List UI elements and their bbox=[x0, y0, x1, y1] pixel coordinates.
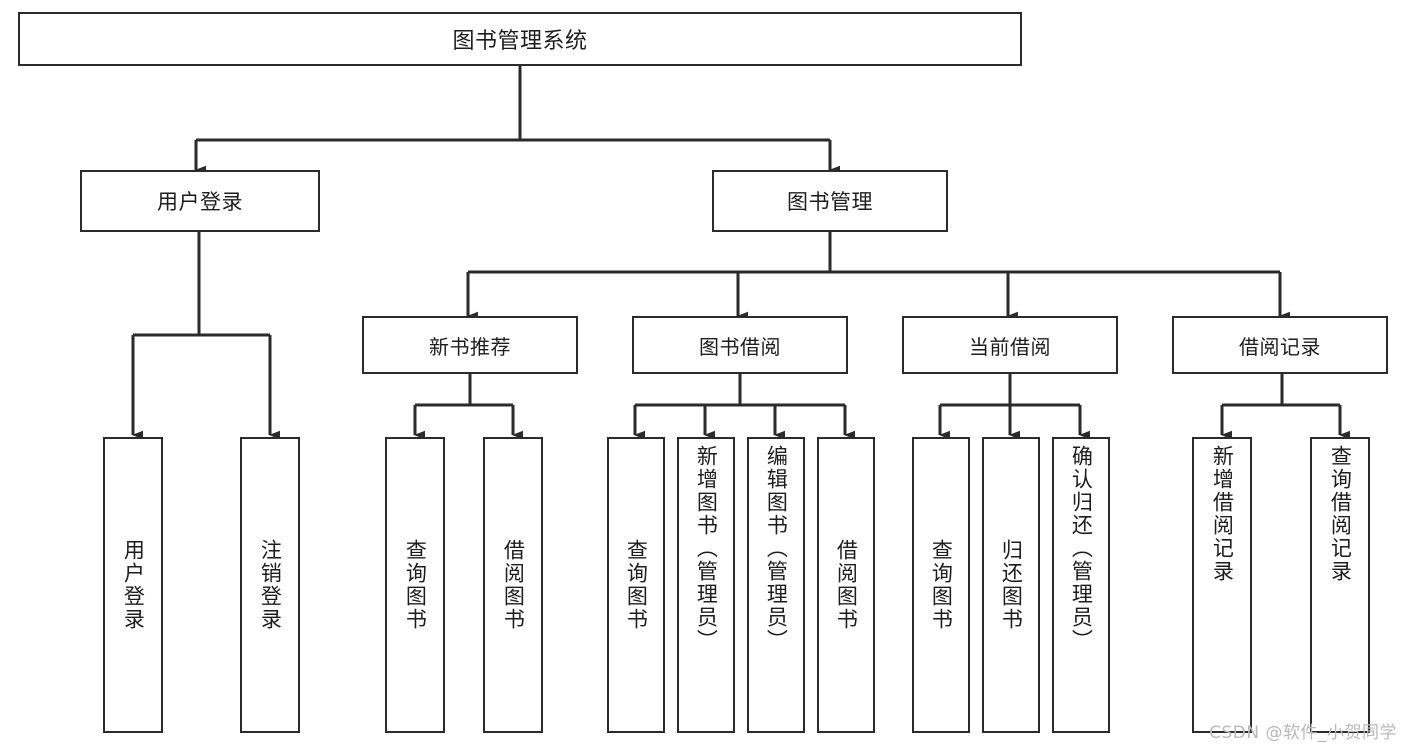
node-user-login[interactable]: 用户登录 bbox=[80, 170, 320, 232]
node-new-book-recommend[interactable]: 新书推荐 bbox=[362, 316, 578, 374]
leaf-label: 借阅图书 bbox=[834, 539, 859, 631]
leaf-return-book[interactable]: 归还图书 bbox=[982, 437, 1040, 733]
node-label: 用户登录 bbox=[157, 190, 243, 214]
node-label: 图书管理系统 bbox=[452, 29, 588, 54]
node-borrow-record[interactable]: 借阅记录 bbox=[1172, 316, 1388, 374]
node-label: 当前借阅 bbox=[969, 334, 1051, 359]
node-current-borrow[interactable]: 当前借阅 bbox=[902, 316, 1118, 374]
leaf-label: 新增借阅记录 bbox=[1210, 445, 1235, 583]
leaf-edit-book-admin[interactable]: 编辑图书（管理员） bbox=[747, 437, 805, 733]
leaf-label: 查询图书 bbox=[624, 539, 649, 631]
leaf-label: 注销登录 bbox=[258, 539, 283, 631]
node-root-system[interactable]: 图书管理系统 bbox=[18, 12, 1022, 66]
leaf-label: 查询图书 bbox=[929, 539, 954, 631]
leaf-confirm-return-admin[interactable]: 确认归还（管理员） bbox=[1052, 437, 1110, 733]
node-book-borrow[interactable]: 图书借阅 bbox=[632, 316, 848, 374]
leaf-label: 编辑图书（管理员） bbox=[764, 445, 789, 652]
node-label: 借阅记录 bbox=[1239, 334, 1321, 359]
leaf-label: 确认归还（管理员） bbox=[1069, 445, 1094, 652]
leaf-label: 查询借阅记录 bbox=[1328, 445, 1353, 583]
leaf-query-borrow-record[interactable]: 查询借阅记录 bbox=[1310, 437, 1370, 733]
leaf-label: 归还图书 bbox=[999, 539, 1024, 631]
leaf-logout[interactable]: 注销登录 bbox=[240, 437, 300, 733]
leaf-label: 用户登录 bbox=[121, 539, 146, 631]
leaf-query-book-current[interactable]: 查询图书 bbox=[912, 437, 970, 733]
leaf-borrow-book-new[interactable]: 借阅图书 bbox=[483, 437, 543, 733]
leaf-label: 借阅图书 bbox=[501, 539, 526, 631]
leaf-query-book-new[interactable]: 查询图书 bbox=[385, 437, 445, 733]
leaf-label: 新增图书（管理员） bbox=[694, 445, 719, 652]
watermark-text: CSDN @软件_小贺同学 bbox=[1209, 723, 1397, 743]
node-label: 图书管理 bbox=[787, 190, 873, 214]
leaf-query-book-borrow[interactable]: 查询图书 bbox=[607, 437, 665, 733]
node-label: 新书推荐 bbox=[429, 334, 511, 359]
leaf-user-login[interactable]: 用户登录 bbox=[103, 437, 163, 733]
leaf-add-borrow-record[interactable]: 新增借阅记录 bbox=[1192, 437, 1252, 733]
leaf-add-book-admin[interactable]: 新增图书（管理员） bbox=[677, 437, 735, 733]
node-book-management[interactable]: 图书管理 bbox=[712, 170, 948, 232]
node-label: 图书借阅 bbox=[699, 334, 781, 359]
leaf-label: 查询图书 bbox=[403, 539, 428, 631]
leaf-borrow-book[interactable]: 借阅图书 bbox=[817, 437, 875, 733]
